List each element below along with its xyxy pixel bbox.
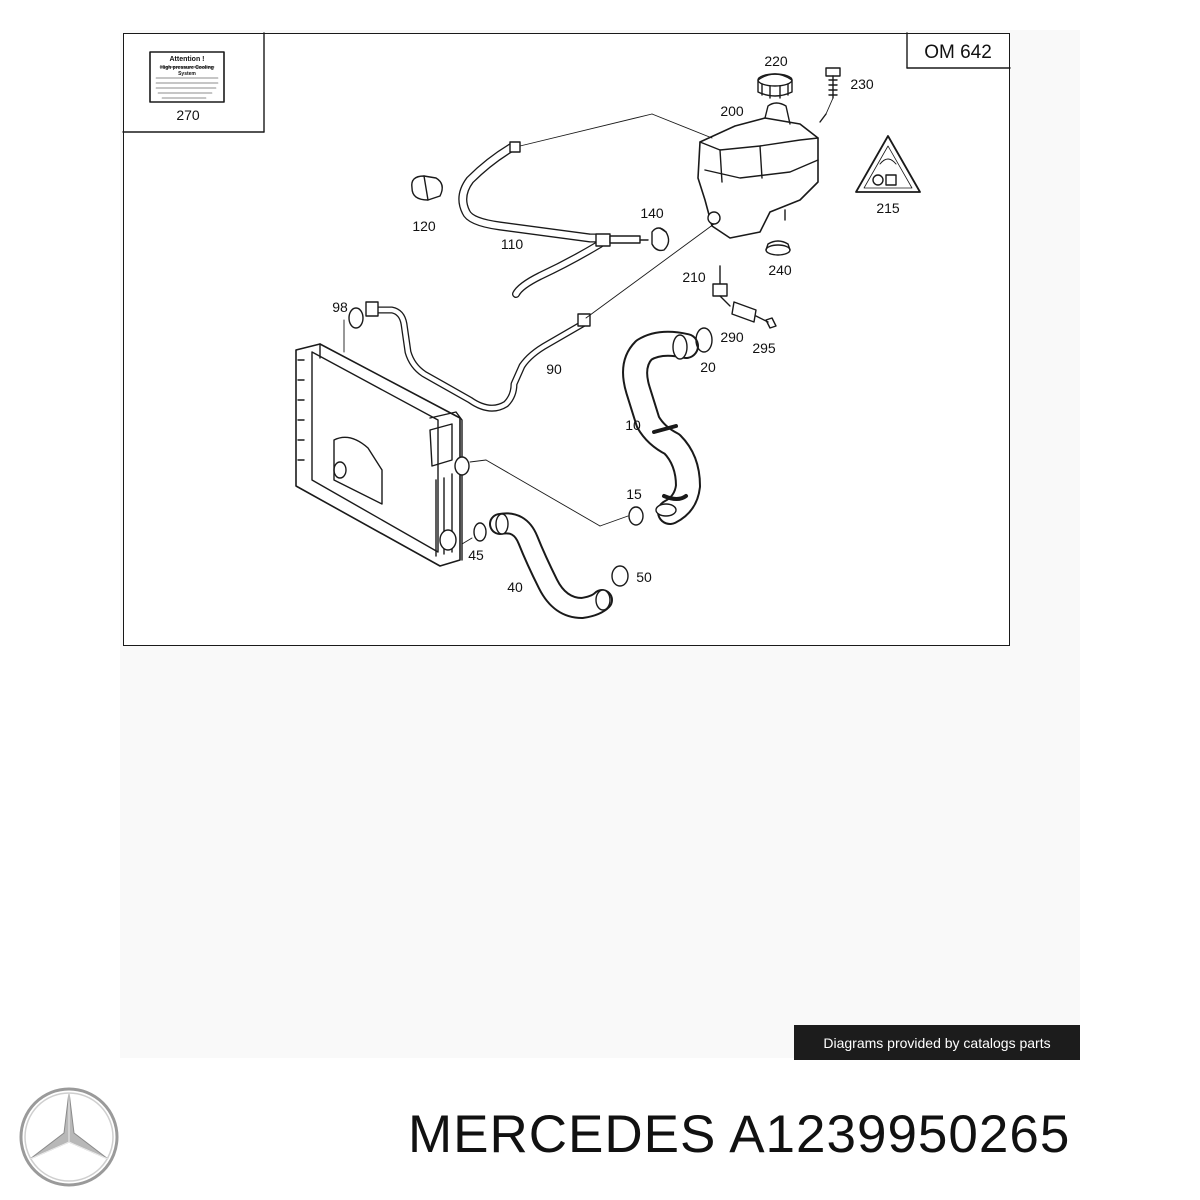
callout-220: 220	[764, 53, 788, 69]
radiator	[295, 343, 470, 567]
callout-10: 10	[625, 417, 641, 433]
callout-230: 230	[850, 76, 874, 92]
engine-code: OM 642	[924, 42, 992, 63]
callout-140: 140	[640, 205, 664, 221]
part-15-o-ring	[628, 506, 644, 526]
part-220-cap	[757, 73, 793, 99]
mercedes-star-logo	[19, 1087, 119, 1187]
warning-label-line1: High pressure Cooling	[160, 65, 214, 71]
warning-label-line2: System	[178, 71, 196, 77]
callout-110: 110	[501, 236, 524, 252]
part-10-hose	[622, 330, 701, 525]
callout-50: 50	[636, 569, 652, 585]
engine-code-box	[906, 32, 1011, 69]
callout-40: 40	[507, 579, 523, 595]
callout-290: 290	[720, 329, 744, 345]
part-number: A1239950265	[729, 1105, 1071, 1164]
leader-lines	[343, 113, 713, 545]
part-210-sensor	[712, 265, 777, 329]
brand-part-heading: MERCEDES A1239950265	[408, 1104, 1070, 1165]
callout-270: 270	[176, 107, 200, 123]
part-110-hose	[458, 141, 649, 298]
callout-240: 240	[768, 262, 792, 278]
callout-98: 98	[332, 299, 348, 315]
part-120-clamp	[411, 175, 443, 201]
callout-210: 210	[682, 269, 706, 285]
warning-label-title: Attention !	[170, 56, 205, 63]
part-215-warning-sticker	[855, 135, 921, 193]
part-90-pipe	[365, 223, 715, 412]
callout-90: 90	[546, 361, 562, 377]
callout-20: 20	[700, 359, 716, 375]
callout-45: 45	[468, 547, 484, 563]
part-98-o-ring	[348, 307, 364, 329]
part-20-o-ring	[695, 327, 713, 353]
callout-15: 15	[626, 486, 642, 502]
parts-diagram: Attention ! High pressure Cooling System…	[122, 32, 1011, 619]
diagram-credit-text: Diagrams provided by catalogs parts	[823, 1034, 1051, 1051]
callout-120: 120	[412, 218, 436, 234]
callout-295: 295	[752, 340, 776, 356]
part-200-expansion-tank	[697, 97, 834, 239]
part-50-o-ring	[611, 565, 629, 587]
diagram-credit-banner: Diagrams provided by catalogs parts	[794, 1025, 1080, 1060]
part-240-grommet	[765, 240, 791, 256]
part-140-clamp	[651, 227, 670, 252]
callout-215: 215	[876, 200, 900, 216]
brand-name: MERCEDES	[408, 1105, 717, 1164]
part-40-hose	[489, 512, 613, 619]
warning-label-box	[122, 32, 265, 133]
part-45-o-ring	[473, 522, 487, 542]
part-230-bolt	[825, 67, 841, 99]
callout-200: 200	[720, 103, 744, 119]
